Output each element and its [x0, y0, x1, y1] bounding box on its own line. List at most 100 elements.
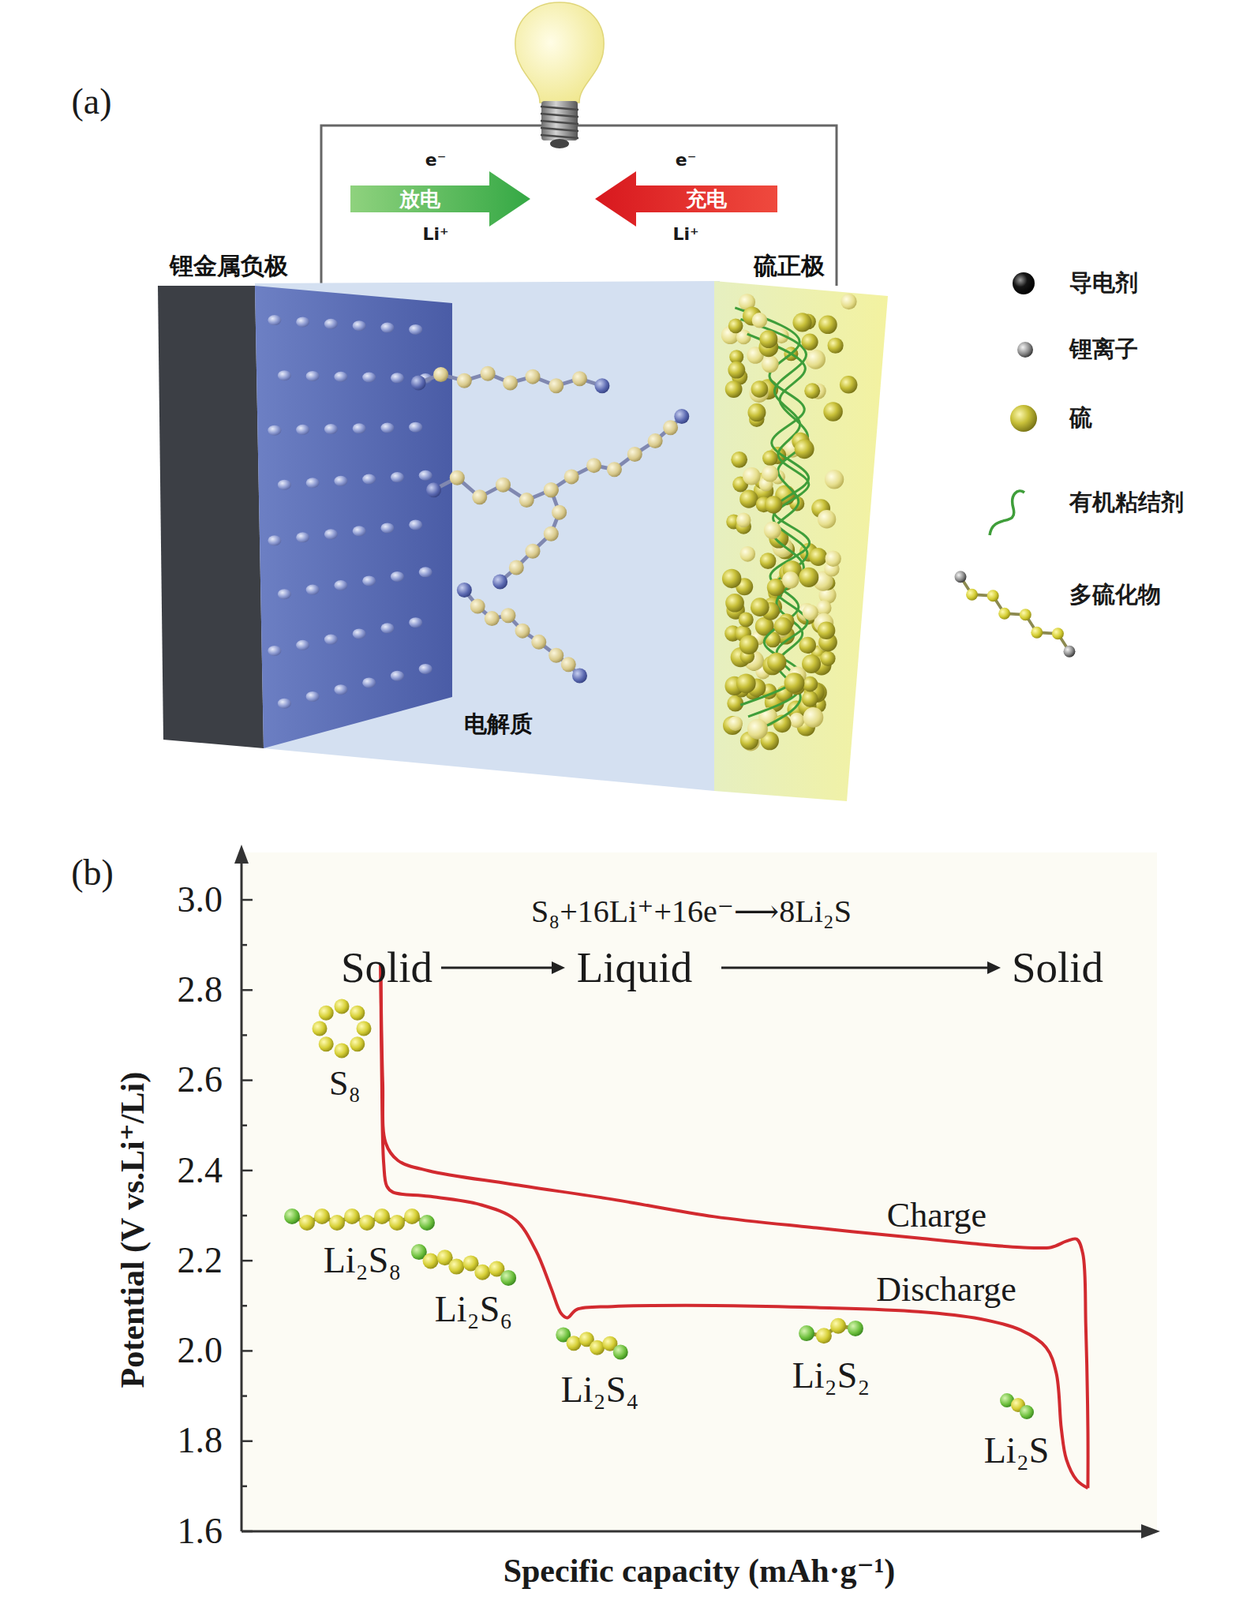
curve-label: Discharge	[876, 1270, 1017, 1309]
bond-line	[960, 576, 1070, 652]
arrow-shape	[350, 171, 531, 227]
y-tick	[241, 1033, 248, 1037]
anode-heading: 锂金属负极	[169, 252, 289, 279]
legend-text: 多硫化物	[1069, 582, 1161, 608]
li2s4-molecule	[555, 1327, 629, 1360]
atom-ball	[474, 1264, 491, 1281]
sulfur-particle	[739, 546, 756, 562]
y-tick	[241, 1530, 253, 1533]
cathode-heading: 硫正极	[753, 252, 825, 279]
atom-ball	[572, 668, 588, 684]
y-tick	[241, 1214, 248, 1217]
sulfur-particle	[725, 593, 745, 613]
lithium-ion	[267, 314, 281, 326]
atom-ball	[433, 366, 449, 382]
atom-ball	[449, 470, 465, 486]
lithium-ion	[362, 575, 376, 586]
atom-ball	[543, 482, 559, 498]
binder-strand	[747, 333, 809, 731]
atom-ball	[426, 482, 442, 498]
atom-ball	[543, 526, 559, 542]
sulfur-particle	[840, 293, 857, 310]
bulb-base	[541, 101, 578, 141]
sulfur-particle	[802, 604, 819, 621]
legend-text: 有机粘结剂	[1069, 490, 1184, 516]
legend-text: 导电剂	[1069, 270, 1139, 296]
atom-ball	[798, 1325, 815, 1341]
x-axis	[241, 1530, 1146, 1533]
sulfur-particle	[801, 333, 818, 351]
y-tick	[241, 1485, 248, 1488]
atom-ball	[456, 582, 472, 598]
lithium-ion	[277, 588, 292, 600]
charge-curve	[380, 964, 1088, 1488]
sulfur-particle	[799, 636, 817, 654]
bond-line	[419, 1251, 509, 1278]
tick-label: 2.4	[177, 1150, 224, 1191]
species-label: Li₂S₄	[561, 1370, 640, 1411]
polysulfide-swatch	[954, 570, 1076, 657]
lithium-ion	[380, 622, 394, 633]
lithium-ion	[419, 470, 433, 481]
sulfur-particle	[817, 509, 836, 528]
panel-letter: (a)	[71, 82, 112, 123]
screw-groove	[540, 127, 579, 132]
phase-arrow	[441, 966, 555, 970]
bulb-contact	[550, 138, 570, 149]
y-tick	[241, 943, 248, 947]
atom-ball	[500, 1269, 517, 1286]
arrow-label: 充电	[685, 187, 727, 211]
bond-line	[434, 416, 682, 501]
sulfur-particle	[739, 489, 758, 508]
light-bulb	[515, 2, 604, 149]
atom-ball	[419, 1214, 435, 1231]
lithium-ion	[408, 324, 423, 335]
curve-label: Charge	[887, 1196, 987, 1235]
discharge-arrow: e⁻放电Li⁺	[350, 171, 531, 227]
sulfur-particle	[808, 547, 828, 566]
sulfur-particle	[823, 401, 843, 422]
lithium-ion	[324, 634, 338, 645]
atom-ball	[1052, 627, 1064, 640]
legend-text: 锂离子	[1069, 336, 1139, 363]
lithium-ion	[306, 584, 320, 596]
battery-illustration	[157, 280, 888, 802]
atom-ball	[594, 378, 610, 394]
atom-ball	[1030, 626, 1043, 639]
s8-molecule	[312, 999, 372, 1059]
lithium-ion	[362, 677, 376, 688]
atom-ball	[284, 1208, 300, 1225]
y-tick	[241, 1349, 253, 1352]
electron-label: e⁻	[675, 150, 697, 170]
sulfur-particle	[801, 690, 819, 708]
lithium-ion	[352, 423, 367, 434]
sulfur-particle	[736, 673, 757, 693]
atom-ball	[606, 461, 622, 477]
atom-ball	[334, 999, 350, 1015]
polysulfide-chain	[492, 482, 567, 589]
ion-label: Li⁺	[672, 224, 699, 244]
lithium-ion	[352, 320, 367, 331]
x-axis-arrowhead	[1141, 1523, 1161, 1539]
atom-ball	[318, 1005, 334, 1021]
li2s8-molecule	[284, 1208, 435, 1231]
atom-ball	[566, 1335, 582, 1351]
atom-ball	[1019, 1404, 1034, 1419]
atom-ball	[572, 370, 588, 386]
lithium-ion	[333, 684, 348, 695]
sulfur-particle	[804, 382, 820, 399]
lithium-ion	[362, 372, 376, 383]
sulfur-particle	[727, 361, 746, 379]
phase-arrow	[721, 966, 991, 970]
axis-title: Potential (V vs.Li⁺/Li)	[114, 1071, 151, 1389]
atom-ball	[647, 433, 663, 449]
atom-ball	[847, 1320, 864, 1337]
atom-ball	[349, 1036, 365, 1052]
tick-label: 1.8	[177, 1420, 224, 1461]
lithium-ion	[419, 566, 433, 577]
li2s-molecule	[999, 1392, 1034, 1419]
sulfur-particle	[794, 438, 815, 459]
species-label: Li₂S₆	[434, 1289, 513, 1330]
electrolyte-region	[254, 280, 720, 791]
bond-line	[500, 490, 560, 582]
